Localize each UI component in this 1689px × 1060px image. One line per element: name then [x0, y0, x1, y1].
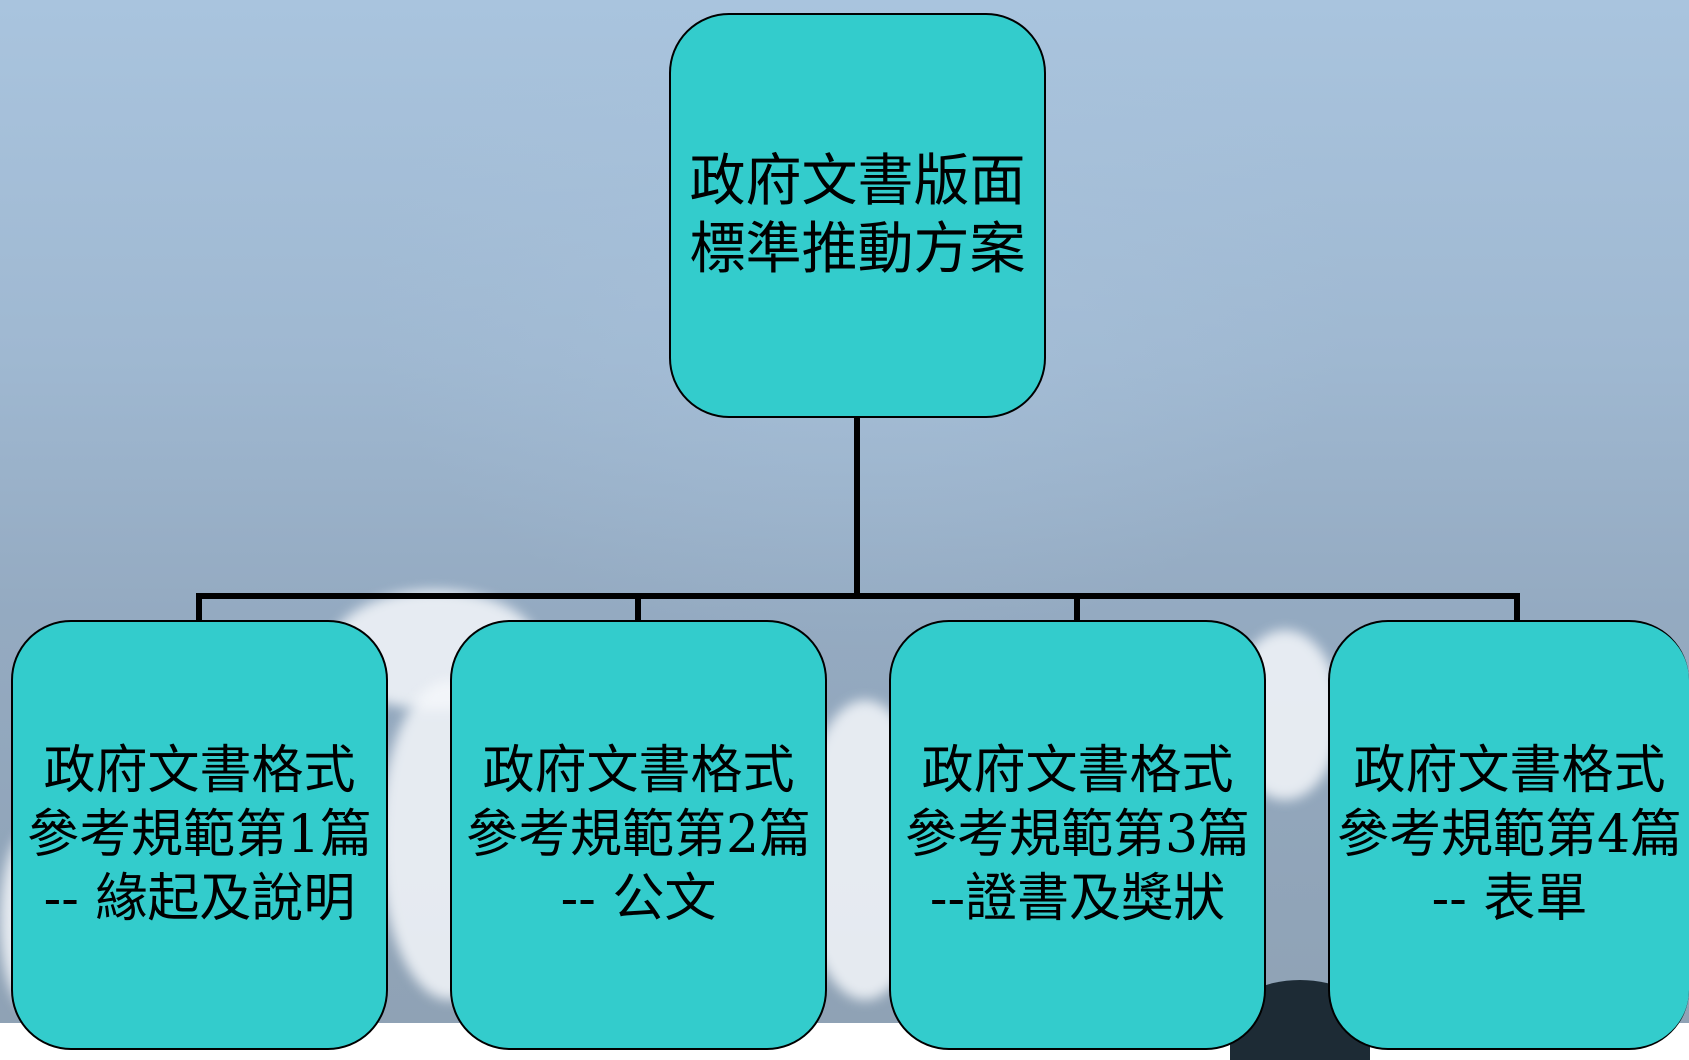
- org-chart-connectors: [196, 418, 1520, 621]
- root-node-label: 政府文書版面 標準推動方案: [689, 148, 1026, 282]
- child-node-2: 政府文書格式 參考規範第2篇 -- 公文: [450, 620, 827, 1050]
- child-node-3: 政府文書格式 參考規範第3篇 --證書及獎狀: [889, 620, 1266, 1050]
- child-node-1: 政府文書格式 參考規範第1篇 -- 緣起及說明: [11, 620, 388, 1050]
- child-node-label: 政府文書格式 參考規範第3篇 --證書及獎狀: [904, 741, 1251, 929]
- root-node: 政府文書版面 標準推動方案: [669, 13, 1046, 418]
- child-node-label: 政府文書格式 參考規範第4篇 -- 表單: [1336, 741, 1683, 929]
- child-node-label: 政府文書格式 參考規範第2篇 -- 公文: [465, 741, 812, 929]
- child-node-4: 政府文書格式 參考規範第4篇 -- 表單: [1328, 620, 1689, 1050]
- child-node-label: 政府文書格式 參考規範第1篇 -- 緣起及說明: [26, 741, 373, 929]
